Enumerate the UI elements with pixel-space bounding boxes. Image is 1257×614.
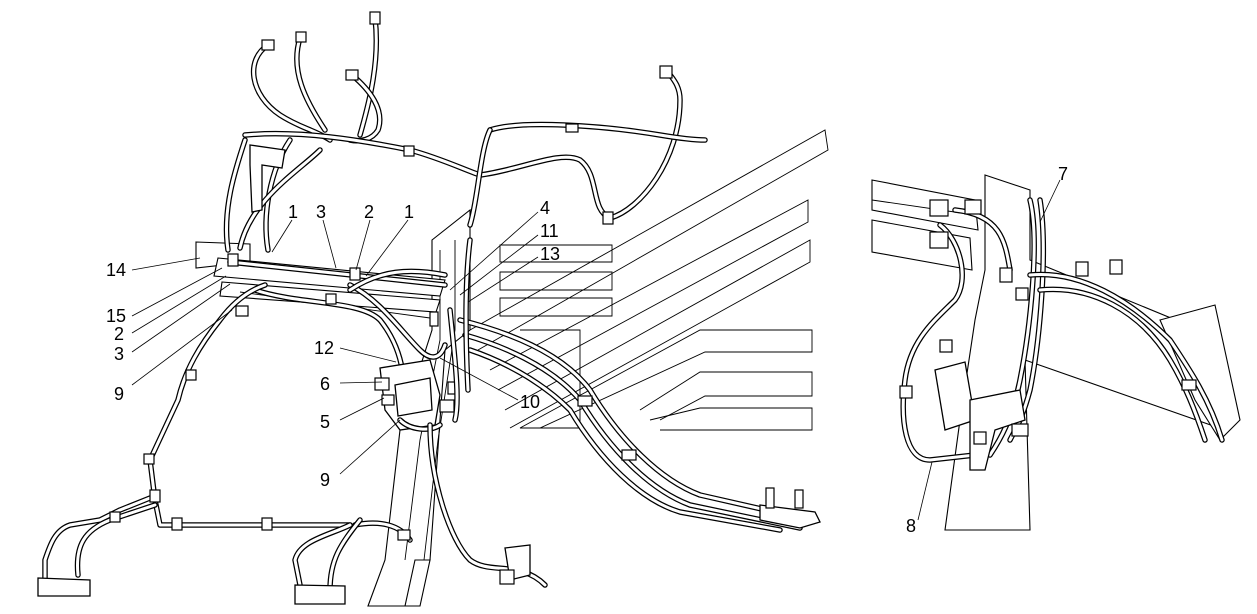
callout-7: 7 [1058, 164, 1068, 184]
callout-9-center: 9 [320, 470, 330, 490]
leader-lines [131, 179, 1061, 521]
callout-15: 15 [106, 306, 126, 326]
callout-2-left: 2 [114, 324, 124, 344]
callout-13: 13 [540, 244, 560, 264]
detail-view [871, 174, 1241, 531]
callout-10: 10 [520, 392, 540, 412]
callout-11: 11 [540, 221, 559, 241]
callout-6: 6 [320, 374, 330, 394]
callout-14: 14 [106, 260, 126, 280]
hose-group-upper [223, 11, 708, 253]
callout-1-right: 1 [404, 202, 414, 222]
hose-group-left-down [37, 282, 413, 605]
valve-block [374, 359, 459, 432]
callout-12: 12 [314, 338, 334, 358]
callout-3-left: 3 [114, 344, 124, 364]
hose-group-right [427, 237, 821, 588]
callout-9-left: 9 [114, 384, 124, 404]
chevron-panels [469, 129, 829, 431]
callout-3-top: 3 [316, 202, 326, 222]
callout-8: 8 [906, 516, 916, 536]
callout-labels: 14 15 2 3 9 1 3 2 1 4 11 13 12 6 5 9 10 … [106, 164, 1068, 536]
callout-2-top: 2 [364, 202, 374, 222]
callout-1-left: 1 [288, 202, 298, 222]
callout-5: 5 [320, 412, 330, 432]
callout-4: 4 [540, 198, 550, 218]
